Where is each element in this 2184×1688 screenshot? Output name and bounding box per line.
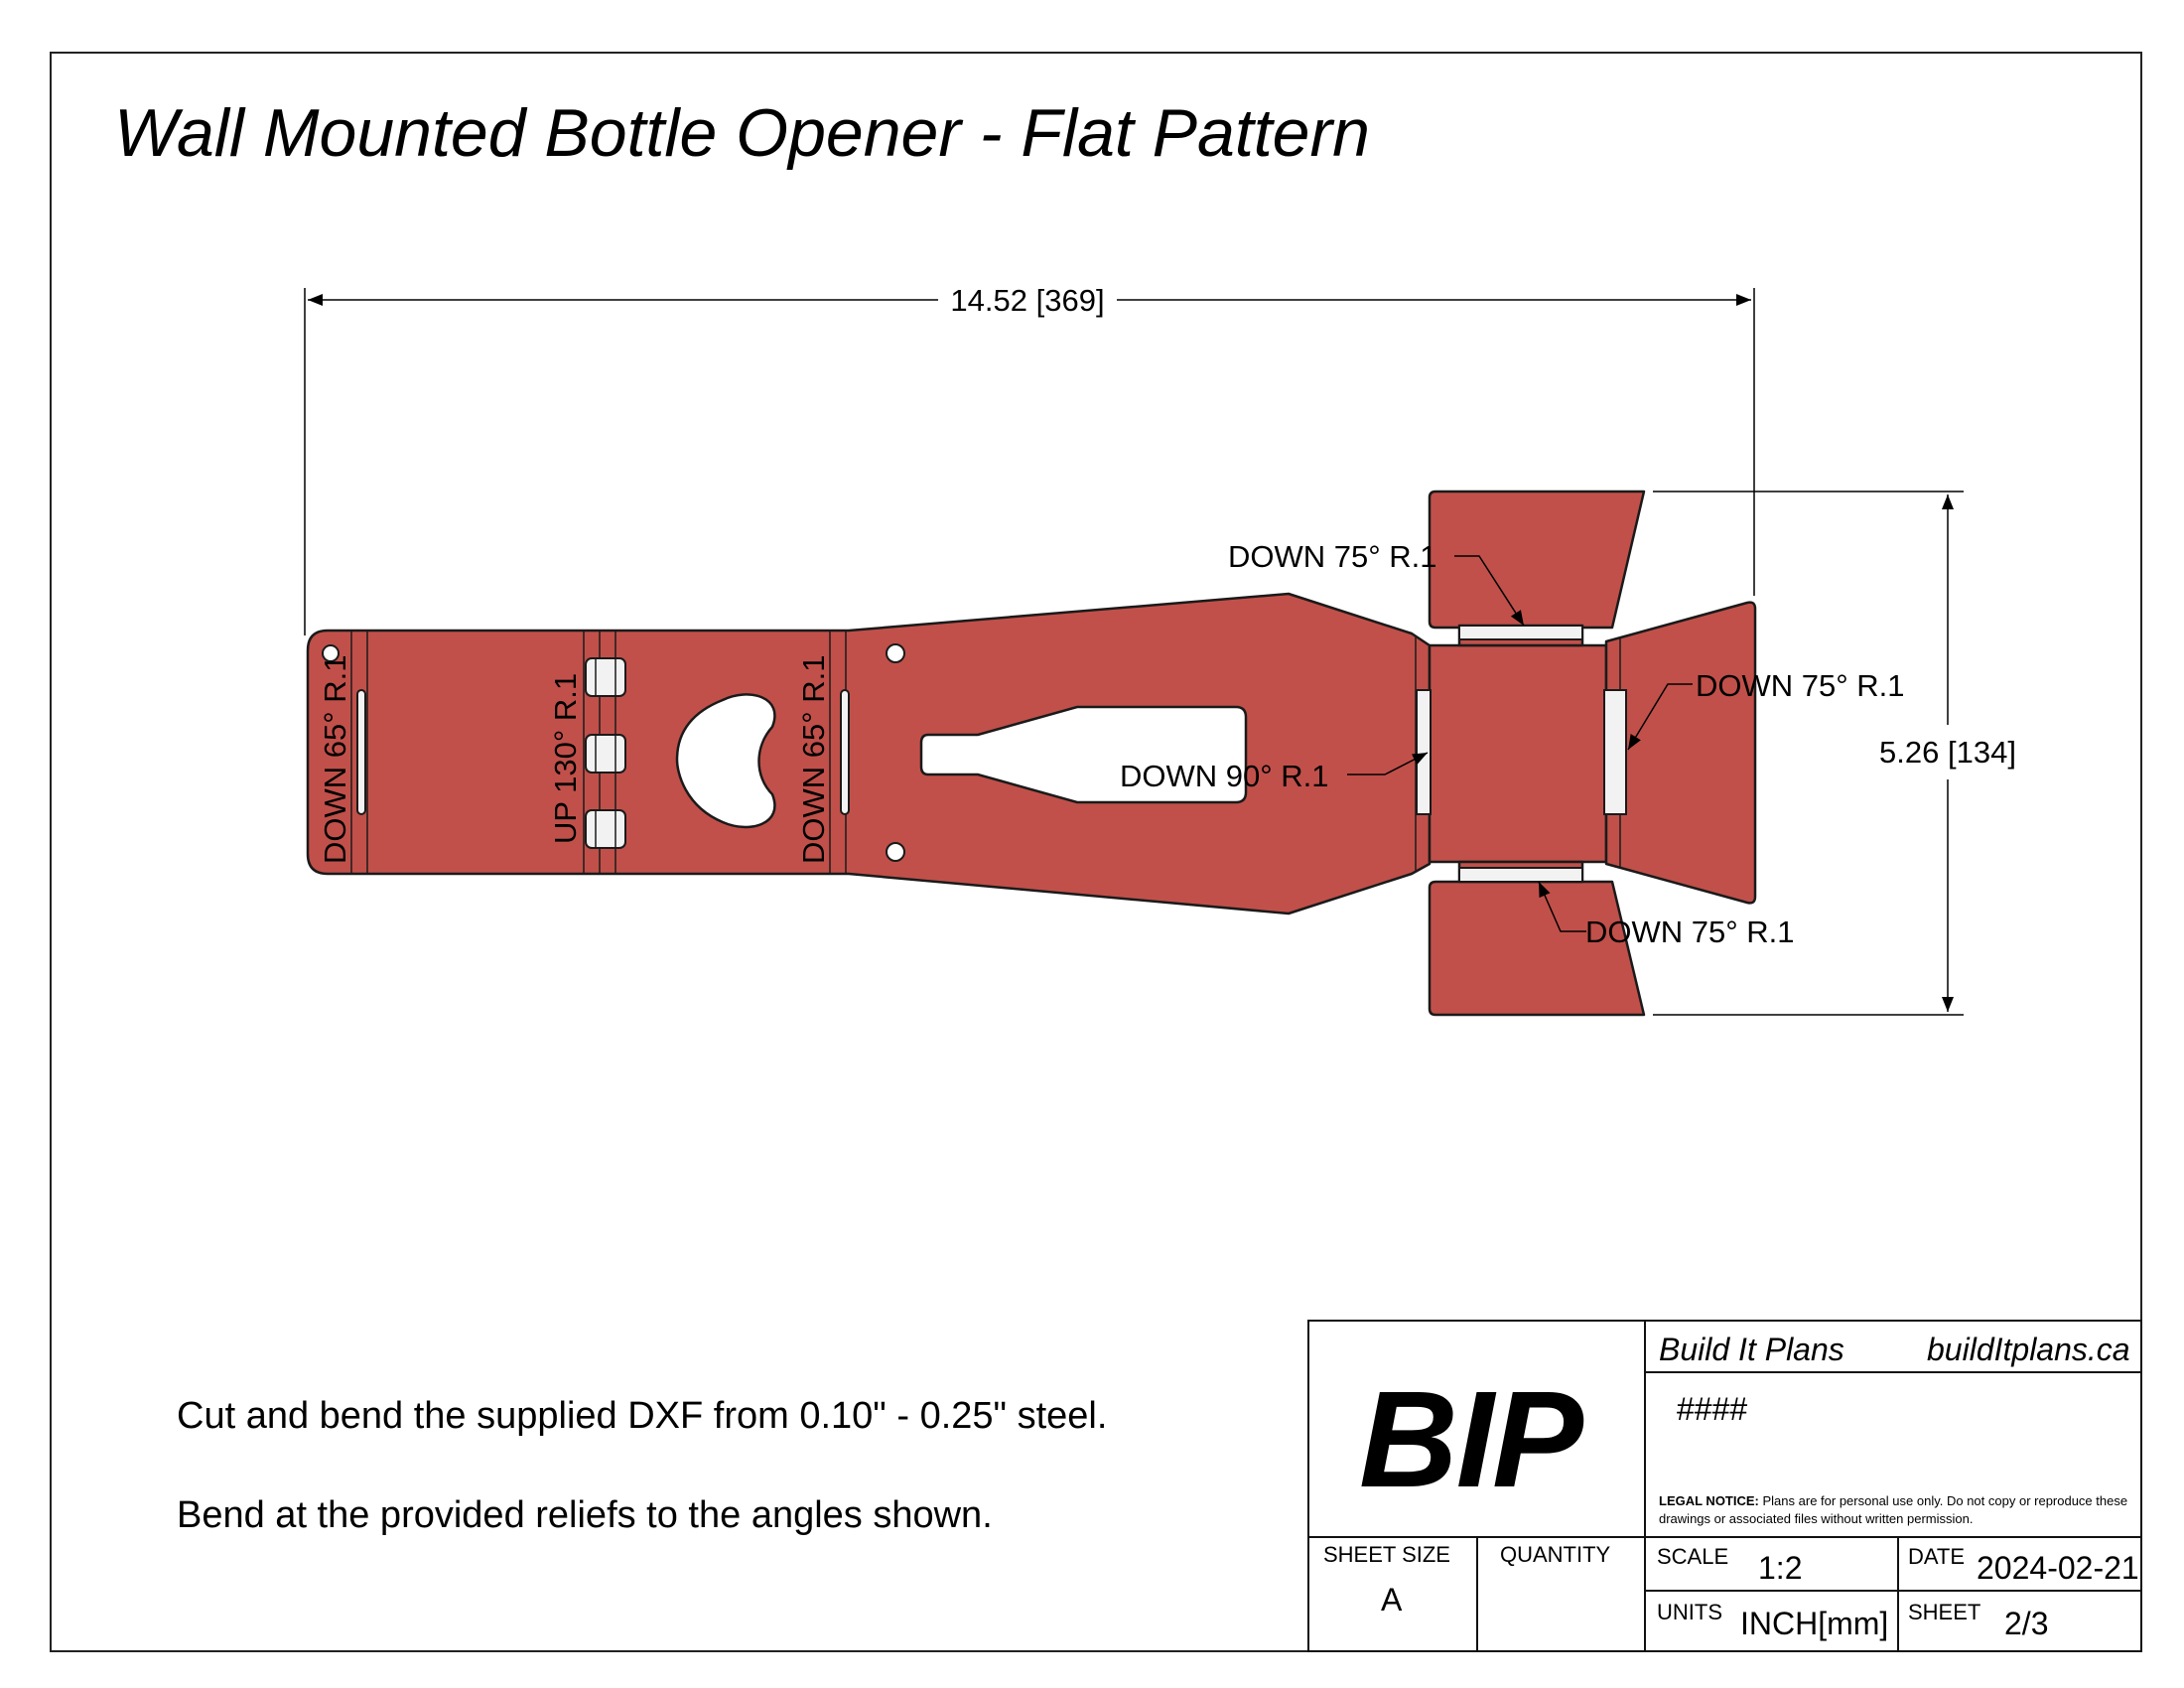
bottle-cutout [919, 705, 1248, 804]
sheet-value: 2/3 [2004, 1606, 2049, 1641]
units-label: UNITS [1657, 1600, 1722, 1624]
height-dimension-text: 5.26 [134] [1879, 735, 2016, 770]
right-flap [1604, 601, 1757, 905]
title-block: BIP Build It Plans buildItplans.ca #### … [1307, 1320, 2142, 1652]
scale-label: SCALE [1657, 1544, 1729, 1569]
relief-bottom [1458, 867, 1583, 883]
note-bending: Bend at the provided reliefs to the angl… [177, 1494, 993, 1536]
tb-divider-units [1646, 1590, 2142, 1592]
drawing-number: #### [1677, 1391, 1748, 1427]
legal-notice: LEGAL NOTICE: Plans are for personal use… [1659, 1492, 2135, 1528]
mount-hole-top [886, 643, 905, 663]
slot-bottom [585, 809, 626, 849]
end-hole [322, 644, 340, 662]
leader-lines [1347, 555, 1693, 932]
tb-divider-vertical-main [1644, 1322, 1646, 1652]
company-name: Build It Plans [1659, 1332, 1844, 1367]
date-value: 2024-02-21 [1977, 1550, 2139, 1586]
bend-label-center: DOWN 90° R.1 [1120, 759, 1329, 793]
company-website: buildItplans.ca [1927, 1332, 2130, 1367]
slot-inner-lines [595, 658, 616, 848]
mount-hole-bottom [886, 842, 905, 862]
date-label: DATE [1908, 1544, 1966, 1569]
bottom-flap [1428, 880, 1646, 1017]
relief-center-left [1416, 689, 1432, 815]
quantity-label: QUANTITY [1500, 1542, 1611, 1567]
sheet-label: SHEET [1908, 1600, 1981, 1624]
tb-divider-qty [1476, 1536, 1478, 1652]
units-value: INCH[mm] [1740, 1606, 1889, 1641]
legal-notice-text: Plans are for personal use only. Do not … [1659, 1493, 2128, 1526]
slot-middle [585, 734, 626, 774]
bend-label-slots: UP 130° R.1 [548, 673, 583, 844]
tb-divider-company [1646, 1371, 2142, 1373]
top-flap [1428, 490, 1646, 630]
main-body [306, 592, 1432, 915]
center-square [1428, 643, 1608, 864]
bend-label-left-end: DOWN 65° R.1 [318, 655, 352, 865]
tb-divider-fields [1309, 1536, 2142, 1538]
drawing-title: Wall Mounted Bottle Opener - Flat Patter… [114, 95, 1370, 171]
relief-left-end [356, 689, 366, 815]
relief-center-right [1603, 689, 1627, 815]
sheet-size-label: SHEET SIZE [1323, 1542, 1450, 1567]
slot-top [585, 657, 626, 697]
bend-label-right-flap: DOWN 75° R.1 [1696, 668, 1905, 703]
note-material: Cut and bend the supplied DXF from 0.10"… [177, 1395, 1108, 1437]
opener-cutout [675, 693, 776, 829]
company-logo: BIP [1359, 1363, 1583, 1516]
relief-top [1458, 625, 1583, 640]
width-dimension-text: 14.52 [369] [950, 283, 1104, 318]
relief-middle [840, 689, 850, 815]
bend-label-top-flap: DOWN 75° R.1 [1228, 539, 1437, 574]
bend-label-middle: DOWN 65° R.1 [796, 655, 831, 865]
scale-value: 1:2 [1758, 1550, 1803, 1586]
tb-divider-date [1897, 1536, 1899, 1652]
drawing-border [50, 52, 2142, 1652]
sheet-size-value: A [1381, 1582, 1403, 1618]
legal-notice-label: LEGAL NOTICE: [1659, 1493, 1759, 1508]
bend-label-bottom-flap: DOWN 75° R.1 [1585, 914, 1795, 949]
